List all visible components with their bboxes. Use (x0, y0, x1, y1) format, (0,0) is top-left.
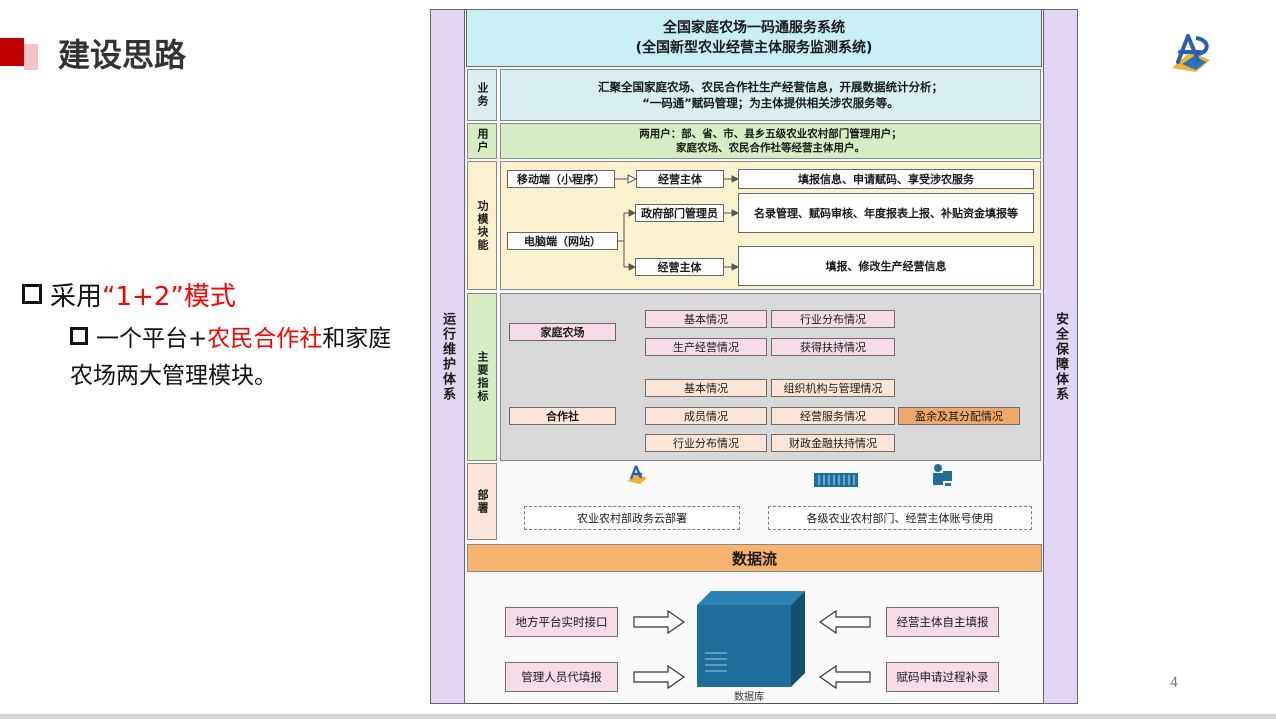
coop-indicator: 盈余及其分配情况 (898, 407, 1020, 425)
server-rack-icon (814, 472, 858, 488)
local-api-box: 地方平台实时接口 (505, 607, 618, 637)
code-supplement-box: 赋码申请过程补录 (886, 662, 999, 692)
right-arrow-icon (633, 664, 686, 690)
ministry-logo-icon (625, 463, 651, 485)
mobile-target-box: 经营主体 (636, 170, 724, 188)
business-label-text: 业务 (476, 82, 489, 108)
logo-icon (1166, 30, 1220, 74)
ff-indicator: 行业分布情况 (771, 310, 895, 328)
users-label: 用户 (467, 123, 497, 159)
title-accent-red (0, 38, 24, 66)
mobile-client-box: 移动端（小程序） (507, 170, 615, 188)
cloud-deploy-box: 农业农村部政务云部署 (524, 506, 740, 530)
bullet-primary: 采用“1+2”模式 (22, 276, 236, 313)
left-arrow-icon (818, 609, 871, 635)
bullet1-prefix: 采用 (50, 282, 103, 312)
self-fill-box: 经营主体自主填报 (886, 607, 999, 637)
users-description: 两用户：部、省、市、县乡五级农业农村部门管理用户； 家庭农场、农民合作社等经营主… (500, 123, 1041, 159)
title-accent-pink (24, 44, 38, 70)
gov-admin-box: 政府部门管理员 (635, 204, 724, 222)
modules-label: 功模块能 (467, 161, 497, 290)
left-arrow-icon (818, 664, 871, 690)
page-number: 4 (1170, 676, 1179, 691)
user-computer-icon (931, 463, 953, 487)
family-farm-box: 家庭农场 (509, 323, 616, 341)
coop-indicator: 成员情况 (645, 407, 767, 425)
deploy-label: 部署 (467, 463, 497, 540)
account-usage-box: 各级农业农村部门、经营主体账号使用 (768, 506, 1032, 530)
bullet2-part2: 和家庭农场两大管理模块。 (70, 326, 392, 389)
database-label: 数据库 (734, 692, 764, 703)
indicators-panel (500, 293, 1041, 461)
system-title-banner: 全国家庭农场一码通服务系统 (全国新型农业经营主体服务监测系统) (466, 9, 1042, 67)
mobile-service-box: 填报信息、申请赋码、享受涉农服务 (738, 169, 1034, 189)
business-description: 汇聚全国家庭农场、农民合作社生产经营信息，开展数据统计分析； “一码通”赋码管理… (500, 69, 1041, 121)
deploy-label-text: 部署 (476, 488, 489, 515)
users-label-text: 用户 (476, 128, 489, 154)
users-line1: 两用户：部、省、市、县乡五级农业农村部门管理用户； (639, 128, 902, 140)
coop-indicator: 经营服务情况 (771, 407, 895, 425)
pc-service-box: 填报、修改生产经营信息 (738, 246, 1034, 286)
ff-indicator: 基本情况 (645, 310, 767, 328)
modules-connectors (615, 174, 740, 271)
security-sidebar: 安全保障体系 (1043, 9, 1078, 704)
admin-fill-box: 管理人员代填报 (505, 662, 618, 692)
checkbox-bullet-icon (70, 327, 88, 345)
security-label: 安全保障体系 (1053, 311, 1068, 402)
users-line2: 家庭农场、农民合作社等经营主体用户。 (676, 142, 865, 154)
bottom-bar (0, 714, 1276, 719)
checkbox-bullet-icon (22, 284, 42, 304)
ff-indicator: 生产经营情况 (645, 338, 767, 356)
ops-maintenance-sidebar: 运行维护体系 (430, 9, 465, 704)
gov-service-box: 名录管理、赋码审核、年度报表上报、补贴资金填报等 (738, 193, 1034, 233)
indicators-label: 主要指标 (467, 293, 497, 461)
coop-indicator: 财政金融扶持情况 (771, 434, 895, 452)
coop-indicator: 基本情况 (645, 379, 767, 397)
database-icon (697, 591, 805, 687)
bullet2-highlight: 农民合作社 (207, 326, 323, 352)
coop-box: 合作社 (509, 407, 616, 425)
business-line2: “一码通”赋码管理；为主体提供相关涉农服务等。 (642, 96, 899, 110)
bullet-secondary: 一个平台+农民合作社和家庭农场两大管理模块。 (70, 321, 400, 395)
pc-client-box: 电脑端（网站） (507, 232, 618, 250)
system-title: 全国家庭农场一码通服务系统 (663, 20, 845, 36)
slide-title: 建设思路 (58, 36, 187, 74)
right-arrow-icon (633, 609, 686, 635)
system-subtitle: (全国新型农业经营主体服务监测系统) (635, 40, 873, 56)
indicators-label-text: 主要指标 (476, 351, 489, 403)
bullet2-part1: 一个平台+ (96, 326, 208, 352)
business-label: 业务 (467, 69, 497, 121)
coop-indicator: 组织机构与管理情况 (771, 379, 895, 397)
coop-indicator: 行业分布情况 (645, 434, 767, 452)
modules-label-text: 功模块能 (476, 199, 489, 252)
business-line1: 汇聚全国家庭农场、农民合作社生产经营信息，开展数据统计分析； (598, 80, 943, 94)
bullet1-highlight: “1+2”模式 (102, 282, 236, 312)
ops-maintenance-label: 运行维护体系 (440, 311, 455, 402)
ff-indicator: 获得扶持情况 (771, 338, 895, 356)
dataflow-header: 数据流 (467, 544, 1042, 572)
pc-target-box: 经营主体 (635, 258, 724, 276)
